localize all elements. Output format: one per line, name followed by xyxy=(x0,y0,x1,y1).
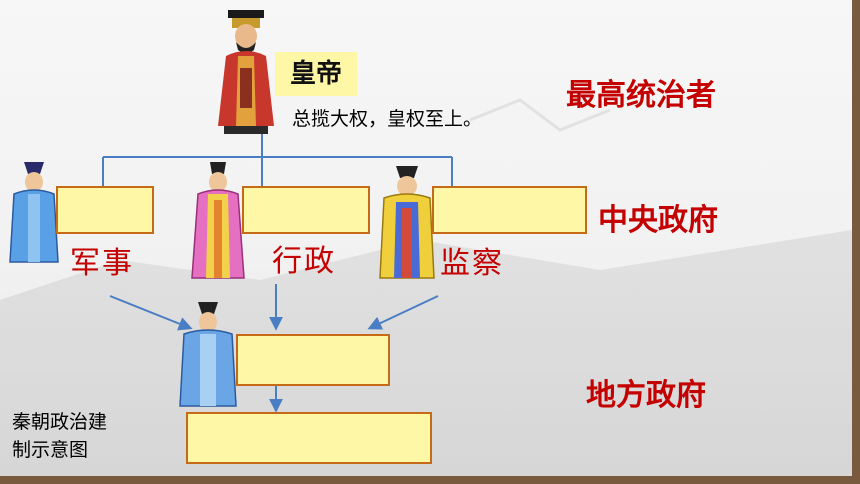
military-official-icon xyxy=(9,162,59,263)
connector-lines xyxy=(102,128,453,413)
county-blank-box xyxy=(186,412,432,464)
administrative-official-icon xyxy=(191,162,245,279)
commandery-blank-box xyxy=(236,334,390,386)
supervisory-official-icon xyxy=(379,166,435,279)
administrative-blank-box xyxy=(242,186,370,234)
slide: 皇帝 总揽大权，皇权至上。 最高统治者 中央政府 地方政府 军事 行政 监察 xyxy=(0,0,852,476)
level-top-title: 最高统治者 xyxy=(566,78,716,113)
diagram-caption-line1: 秦朝政治建 xyxy=(12,411,108,433)
diagram-caption-line2: 制示意图 xyxy=(12,439,89,461)
emperor-description: 总揽大权，皇权至上。 xyxy=(292,108,483,130)
level-central-title: 中央政府 xyxy=(598,203,718,238)
emperor-label: 皇帝 xyxy=(275,52,357,96)
supervisory-blank-box xyxy=(432,186,587,234)
category-military: 军事 xyxy=(70,246,134,281)
military-blank-box xyxy=(56,186,154,234)
local-official-icon xyxy=(179,302,237,407)
category-administrative: 行政 xyxy=(272,244,336,279)
emperor-figure-icon xyxy=(218,10,274,134)
category-supervisory: 监察 xyxy=(440,246,504,281)
level-local-title: 地方政府 xyxy=(586,378,706,413)
